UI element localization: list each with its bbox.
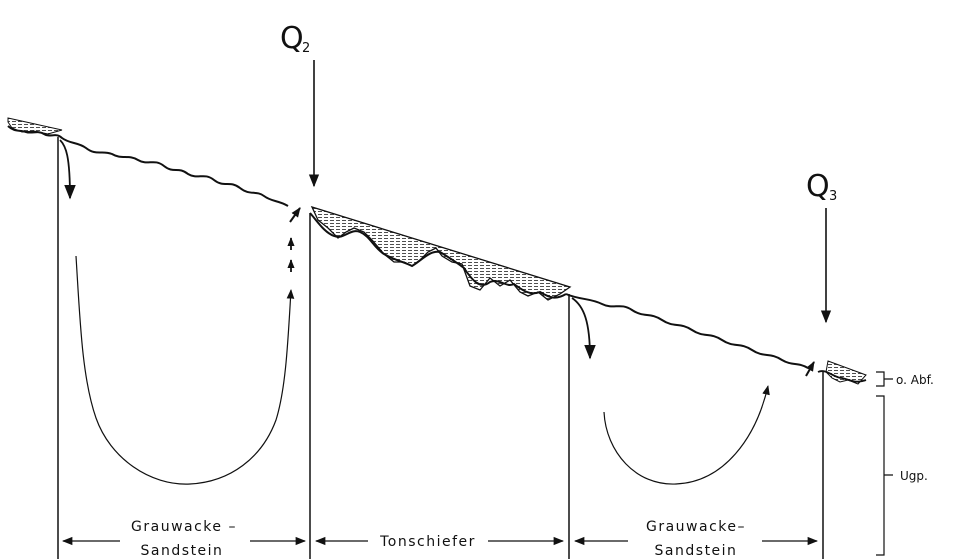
zone-1-label-line2: Sandstein (141, 543, 224, 559)
terrain-profile-middle (309, 212, 567, 299)
terrain-profile-right (565, 293, 809, 369)
spring-upward-arrows-left (287, 207, 301, 272)
ugp-label: Ugp. (900, 469, 928, 483)
upward-arrow-icon (289, 207, 301, 223)
terrain-profile-far-right (817, 370, 867, 383)
o-abf-label: o. Abf. (896, 373, 934, 387)
q3-label: Q (806, 169, 830, 204)
zone-1-label-line1: Grauwacke – (131, 519, 237, 535)
o-abf-bracket (876, 371, 893, 387)
q3-label-subscript: 3 (829, 189, 837, 204)
underground-flow-path-right (603, 385, 770, 485)
zone-3-label-line1: Grauwacke– (646, 519, 746, 535)
water-body-right (825, 360, 867, 385)
zone-3-label-line2: Sandstein (655, 543, 738, 559)
q2-label-subscript: 2 (302, 41, 310, 56)
spring-upward-arrow-right (805, 361, 815, 377)
sinkhole-left-arrow-icon (59, 139, 76, 200)
zone-2-label: Tonschiefer (379, 534, 476, 550)
sinkhole-right-arrow-icon (571, 297, 596, 360)
ugp-bracket (876, 395, 893, 556)
terrain-profile-left (7, 125, 289, 207)
q2-label: Q (280, 21, 304, 56)
underground-flow-path-left (75, 255, 295, 485)
